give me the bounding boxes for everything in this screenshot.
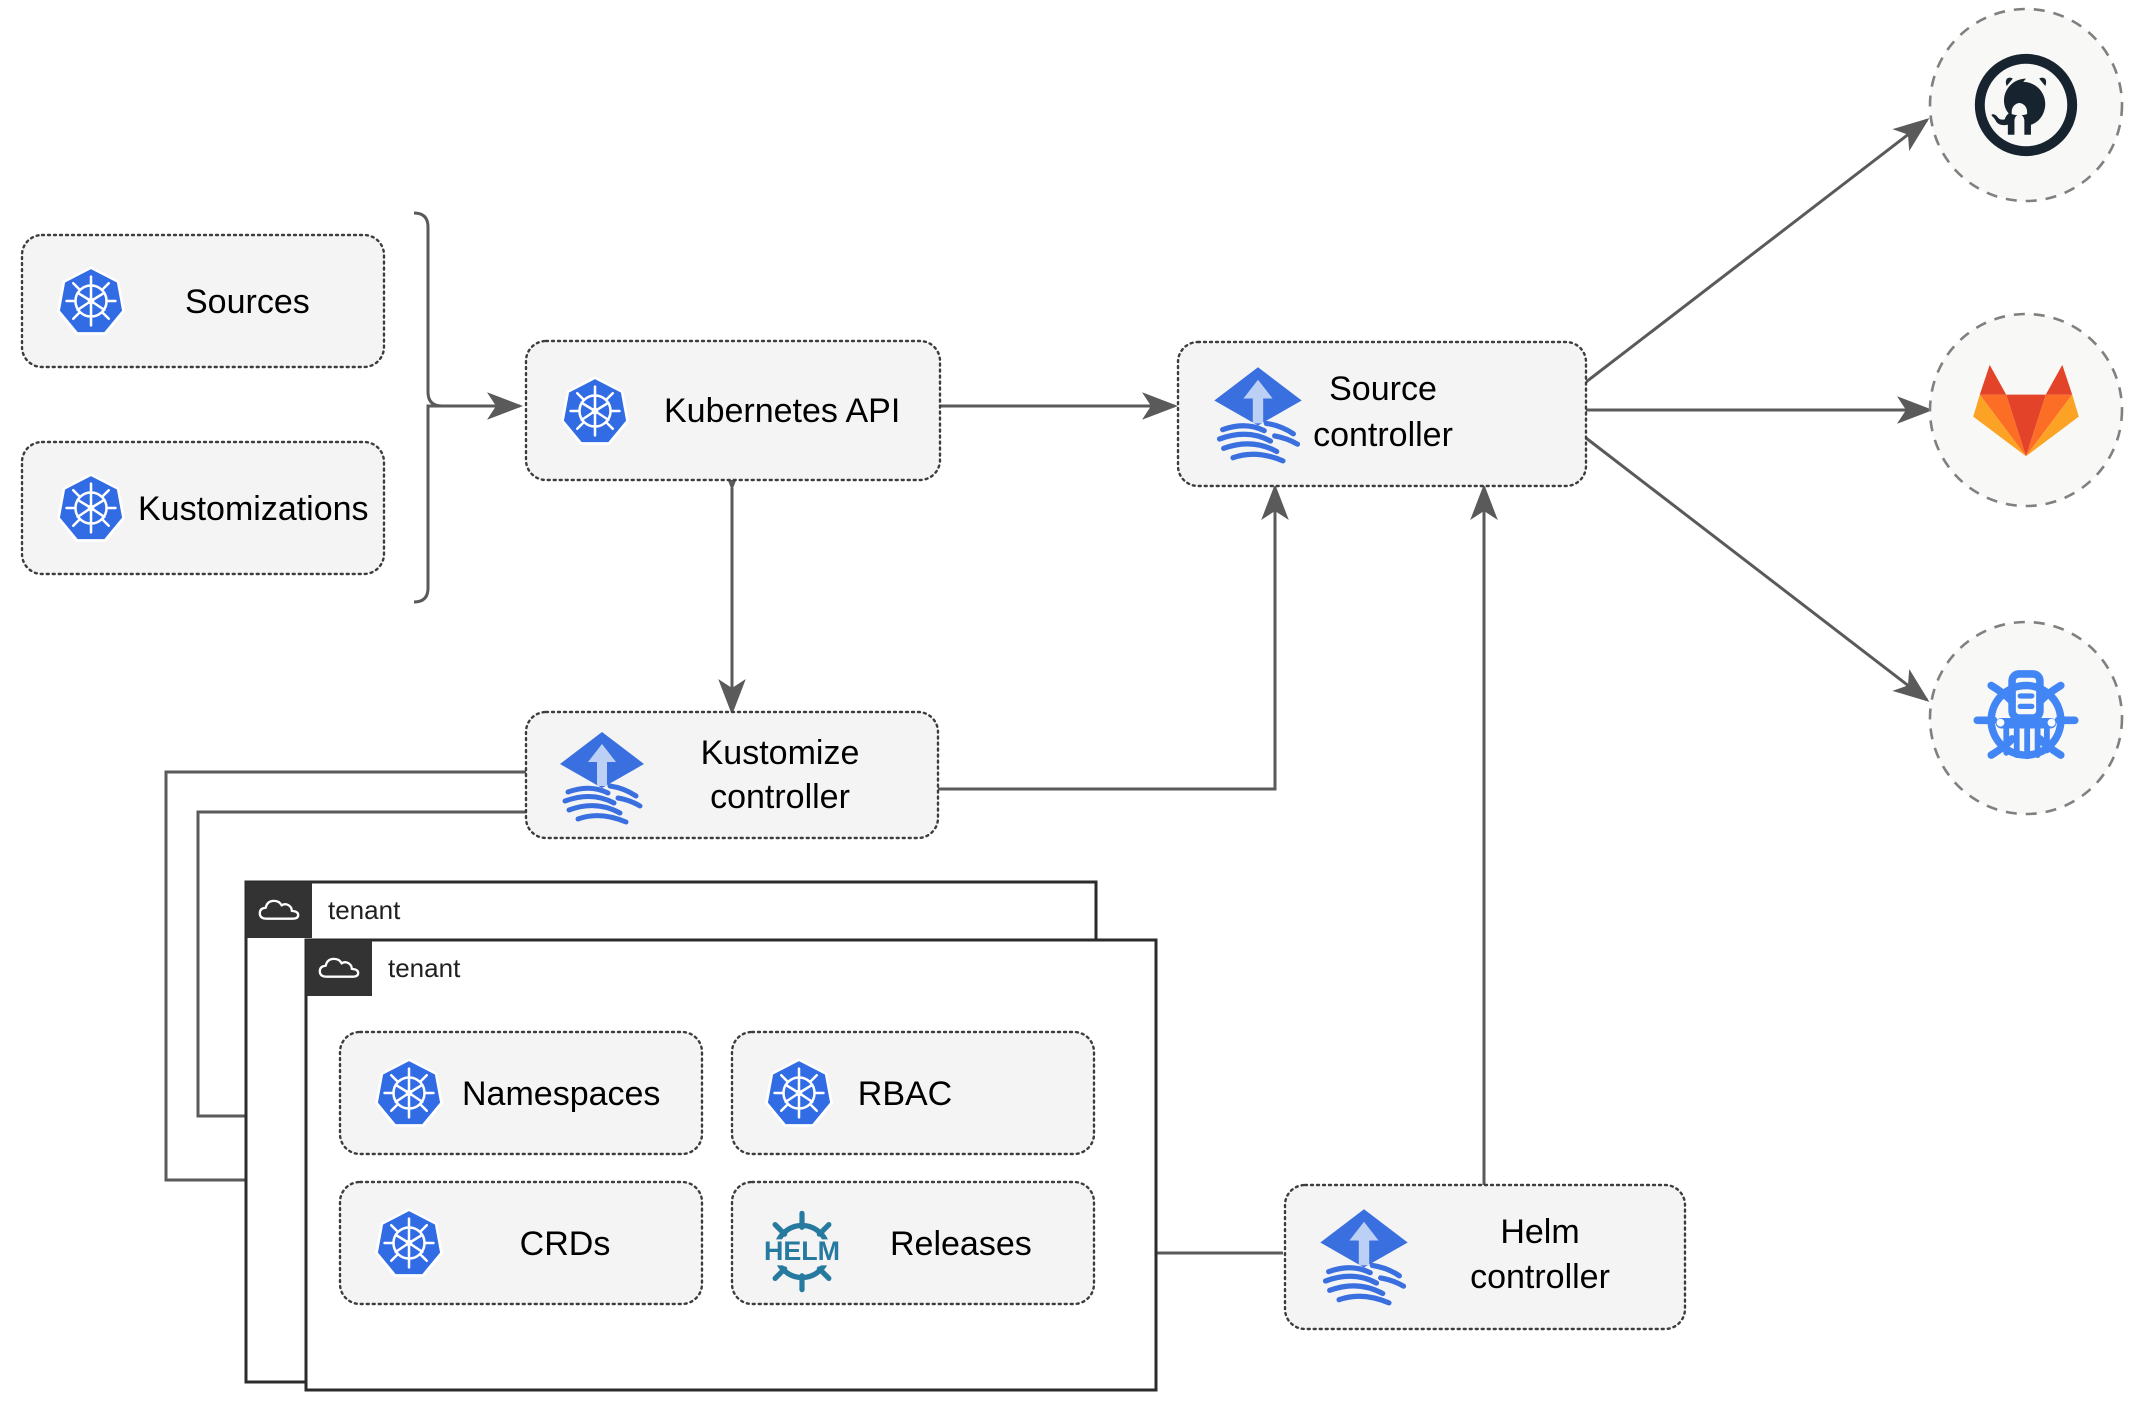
rbac-label: RBAC bbox=[858, 1075, 952, 1113]
node-releases[interactable]: Releases bbox=[730, 1180, 1096, 1306]
releases-label: Releases bbox=[890, 1225, 1032, 1263]
node-helm-controller[interactable]: Helm controller bbox=[1283, 1183, 1687, 1331]
edge-kustomize-to-source-controller bbox=[938, 484, 1289, 791]
namespaces-label: Namespaces bbox=[462, 1075, 660, 1113]
node-harbor[interactable] bbox=[1928, 620, 2124, 816]
node-kustomize-controller[interactable]: Kustomize controller bbox=[524, 710, 940, 840]
source-controller-label-1: Source bbox=[1329, 370, 1437, 408]
node-namespaces[interactable]: Namespaces bbox=[338, 1030, 704, 1156]
node-sources[interactable]: Sources bbox=[20, 233, 386, 369]
kustomize-controller-label-1: Kustomize bbox=[701, 734, 860, 772]
sources-label: Sources bbox=[185, 283, 310, 321]
node-github[interactable] bbox=[1928, 7, 2124, 203]
crds-label: CRDs bbox=[520, 1225, 611, 1263]
edge-source-to-harbor bbox=[1585, 436, 1930, 702]
node-gitlab[interactable] bbox=[1928, 312, 2124, 508]
tenant-front-container[interactable]: tenant bbox=[304, 938, 1158, 1392]
edge-source-to-github bbox=[1585, 118, 1930, 384]
helm-controller-label-2: controller bbox=[1470, 1258, 1610, 1296]
node-kubernetes-api[interactable]: Kubernetes API bbox=[524, 339, 942, 482]
helm-controller-label-1: Helm bbox=[1500, 1213, 1579, 1251]
resources-bracket bbox=[413, 211, 443, 604]
kustomize-controller-label-2: controller bbox=[710, 778, 850, 816]
edge-kustomize-to-tenant-back bbox=[164, 770, 528, 1194]
tenant-back-label: tenant bbox=[328, 895, 401, 925]
source-controller-label-2: controller bbox=[1313, 416, 1453, 454]
tenant-front-label: tenant bbox=[388, 953, 461, 983]
node-source-controller[interactable]: Source controller bbox=[1176, 340, 1588, 488]
node-rbac[interactable]: RBAC bbox=[730, 1030, 1096, 1156]
node-kustomizations[interactable]: Kustomizations bbox=[20, 440, 386, 576]
kustomizations-label: Kustomizations bbox=[138, 490, 369, 528]
node-crds[interactable]: CRDs bbox=[338, 1180, 704, 1306]
kubernetes-api-label: Kubernetes API bbox=[664, 392, 900, 430]
